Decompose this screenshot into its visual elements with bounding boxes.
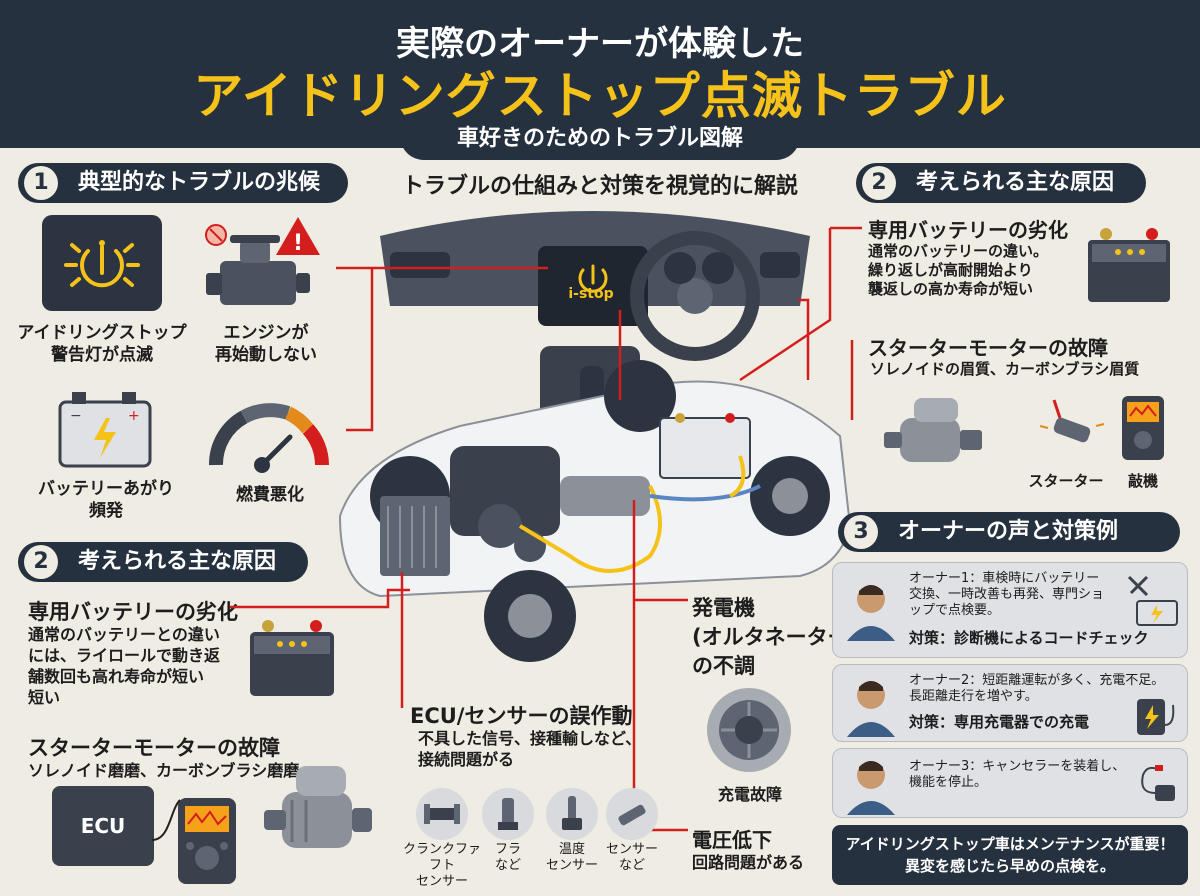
ecu-callout-desc: 不具した信号、接種輸しなど、 接続問題がる bbox=[418, 729, 642, 769]
section2-left-number: 2 bbox=[24, 545, 58, 579]
engine-warning-icon: ! bbox=[200, 215, 330, 315]
right-battery-desc: 通常のバッテリーの違い。 繰り返しが高耐開始より 襲返しの高か寿命が短い bbox=[868, 242, 1049, 298]
plug-sensor-icon bbox=[482, 788, 534, 840]
right-starter-title: スターターモーターの故障 bbox=[868, 336, 1108, 360]
symptom-label-warning: アイドリングストップ 警告灯が点滅 bbox=[17, 323, 187, 365]
canceller-icon bbox=[1141, 765, 1175, 801]
right-diagnostic-tool-icon bbox=[1120, 394, 1166, 462]
temp-sensor-icon bbox=[546, 788, 598, 840]
owner2-measure: 対策：専用充電器での充電 bbox=[909, 713, 1090, 731]
owner1-measure: 対策：診断機によるコードチェック bbox=[909, 629, 1149, 647]
owner1-text: オーナー1：車検時にバッテリー 交換、一時改善も再発、専門ショ ップで点検要。 bbox=[909, 571, 1105, 618]
section1-title: 典型的なトラブルの兆候 bbox=[78, 170, 321, 195]
section2-left-title: 考えられる主な原因 bbox=[78, 549, 277, 574]
section3-pill: 3 オーナーの声と対策例 bbox=[838, 512, 1180, 552]
section2-right-title: 考えられる主な原因 bbox=[916, 170, 1115, 195]
symptom-label-fuel: 燃費悪化 bbox=[236, 485, 304, 505]
ecu-box: ECU bbox=[52, 786, 154, 866]
left-battery-desc: 通常のバッテリーとの違い には、ライロールで動き返 舗数回も高れ寿命が短い 短い bbox=[28, 625, 221, 707]
svg-text:!: ! bbox=[293, 231, 303, 256]
left-starter-desc: ソレノイド磨磨、カーボンブラシ磨磨 bbox=[28, 761, 300, 780]
owner-card: オーナー1：車検時にバッテリー 交換、一時改善も再発、専門ショ ップで点検要。 … bbox=[832, 562, 1188, 658]
temp-sensor-label: 温度 センサー bbox=[545, 842, 598, 873]
idling-stop-warning-icon bbox=[42, 215, 162, 311]
starter-part-icon bbox=[1030, 396, 1110, 460]
section1-pill: 1 典型的なトラブルの兆候 bbox=[18, 163, 348, 203]
header-title: アイドリングストップ点滅トラブル bbox=[193, 67, 1007, 125]
voltage-drop-desc: 回路問題がある bbox=[692, 853, 805, 872]
left-battery-title: 専用バッテリーの劣化 bbox=[28, 600, 238, 624]
ecu-cable bbox=[151, 799, 181, 841]
tool-label: 敲機 bbox=[1127, 472, 1158, 490]
right-starter-desc: ソレノイドの眉質、カーボンブラシ眉質 bbox=[870, 360, 1140, 378]
section2-right-pill: 2 考えられる主な原因 bbox=[856, 163, 1146, 203]
section3-title: オーナーの声と対策例 bbox=[898, 519, 1119, 544]
center-title: トラブルの仕組みと対策を視覚的に解説 bbox=[401, 174, 798, 199]
ecu-callout-title: ECU/センサーの誤作動 bbox=[410, 704, 633, 728]
footer-note: アイドリングストップ車はメンテナンスが重要！ 異変を感じたら早めの点検を。 bbox=[832, 825, 1188, 885]
right-battery-title: 専用バッテリーの劣化 bbox=[868, 218, 1068, 242]
battery-icon: − + bbox=[56, 388, 156, 470]
left-battery-illustration bbox=[246, 612, 338, 700]
svg-text:+: + bbox=[128, 408, 140, 424]
starter-label: スターター bbox=[1028, 472, 1104, 490]
header-subtitle: 実際のオーナーが体験した bbox=[396, 24, 804, 64]
section3-number: 3 bbox=[844, 515, 878, 549]
owner3-text: オーナー3：キャンセラーを装着し、 機能を停止。 bbox=[909, 759, 1126, 790]
left-starter-motor-icon bbox=[262, 752, 382, 872]
right-starter-motor-icon bbox=[880, 392, 1000, 472]
section1-number: 1 bbox=[24, 166, 58, 200]
alternator-caption: 充電故障 bbox=[717, 785, 782, 804]
header-tagline: 車好きのためのトラブル図解 bbox=[400, 120, 800, 160]
right-battery-illustration bbox=[1084, 218, 1174, 308]
symptom-label-engine: エンジンが 再始動しない bbox=[215, 323, 317, 365]
voltage-drop-title: 電圧低下 bbox=[692, 828, 772, 852]
section2-left-pill: 2 考えられる主な原因 bbox=[18, 542, 308, 582]
left-starter-title: スターターモーターの故障 bbox=[28, 736, 280, 760]
dashboard-label: i-stop bbox=[568, 286, 614, 302]
section2-right-number: 2 bbox=[862, 166, 896, 200]
dashboard-display bbox=[538, 246, 648, 326]
plug-sensor-label: フラ など bbox=[494, 842, 521, 873]
owner-card: オーナー2：短距離運転が多く、充電不足。 長距離走行を増やす。 対策：専用充電器… bbox=[832, 664, 1188, 742]
fuel-gauge-icon bbox=[204, 385, 334, 475]
alternator-icon bbox=[694, 680, 804, 780]
sensor-icon bbox=[606, 788, 658, 840]
owner-avatar-icon bbox=[847, 585, 895, 641]
symptom-label-battery: バッテリーあがり 頻発 bbox=[38, 479, 174, 521]
diagnostic-tool-icon bbox=[176, 796, 238, 886]
svg-text:−: − bbox=[70, 408, 82, 424]
owner2-text: オーナー2：短距離運転が多く、充電不足。 長距離走行を増やす。 bbox=[909, 673, 1165, 704]
tools-battery-icon bbox=[1127, 575, 1178, 626]
owner-avatar-icon bbox=[847, 761, 895, 815]
sensor-label: センサー など bbox=[605, 842, 658, 873]
crank-sensor-icon bbox=[416, 788, 468, 840]
charger-icon bbox=[1137, 699, 1175, 735]
owner-card: オーナー3：キャンセラーを装着し、 機能を停止。 bbox=[832, 748, 1188, 818]
alternator-callout-title: 発電機 (オルタネーター) の不調 bbox=[692, 596, 859, 678]
owner-avatar-icon bbox=[847, 681, 895, 737]
crank-sensor-label: クランクファフト センサー bbox=[402, 842, 481, 889]
car-illustration bbox=[320, 196, 860, 666]
